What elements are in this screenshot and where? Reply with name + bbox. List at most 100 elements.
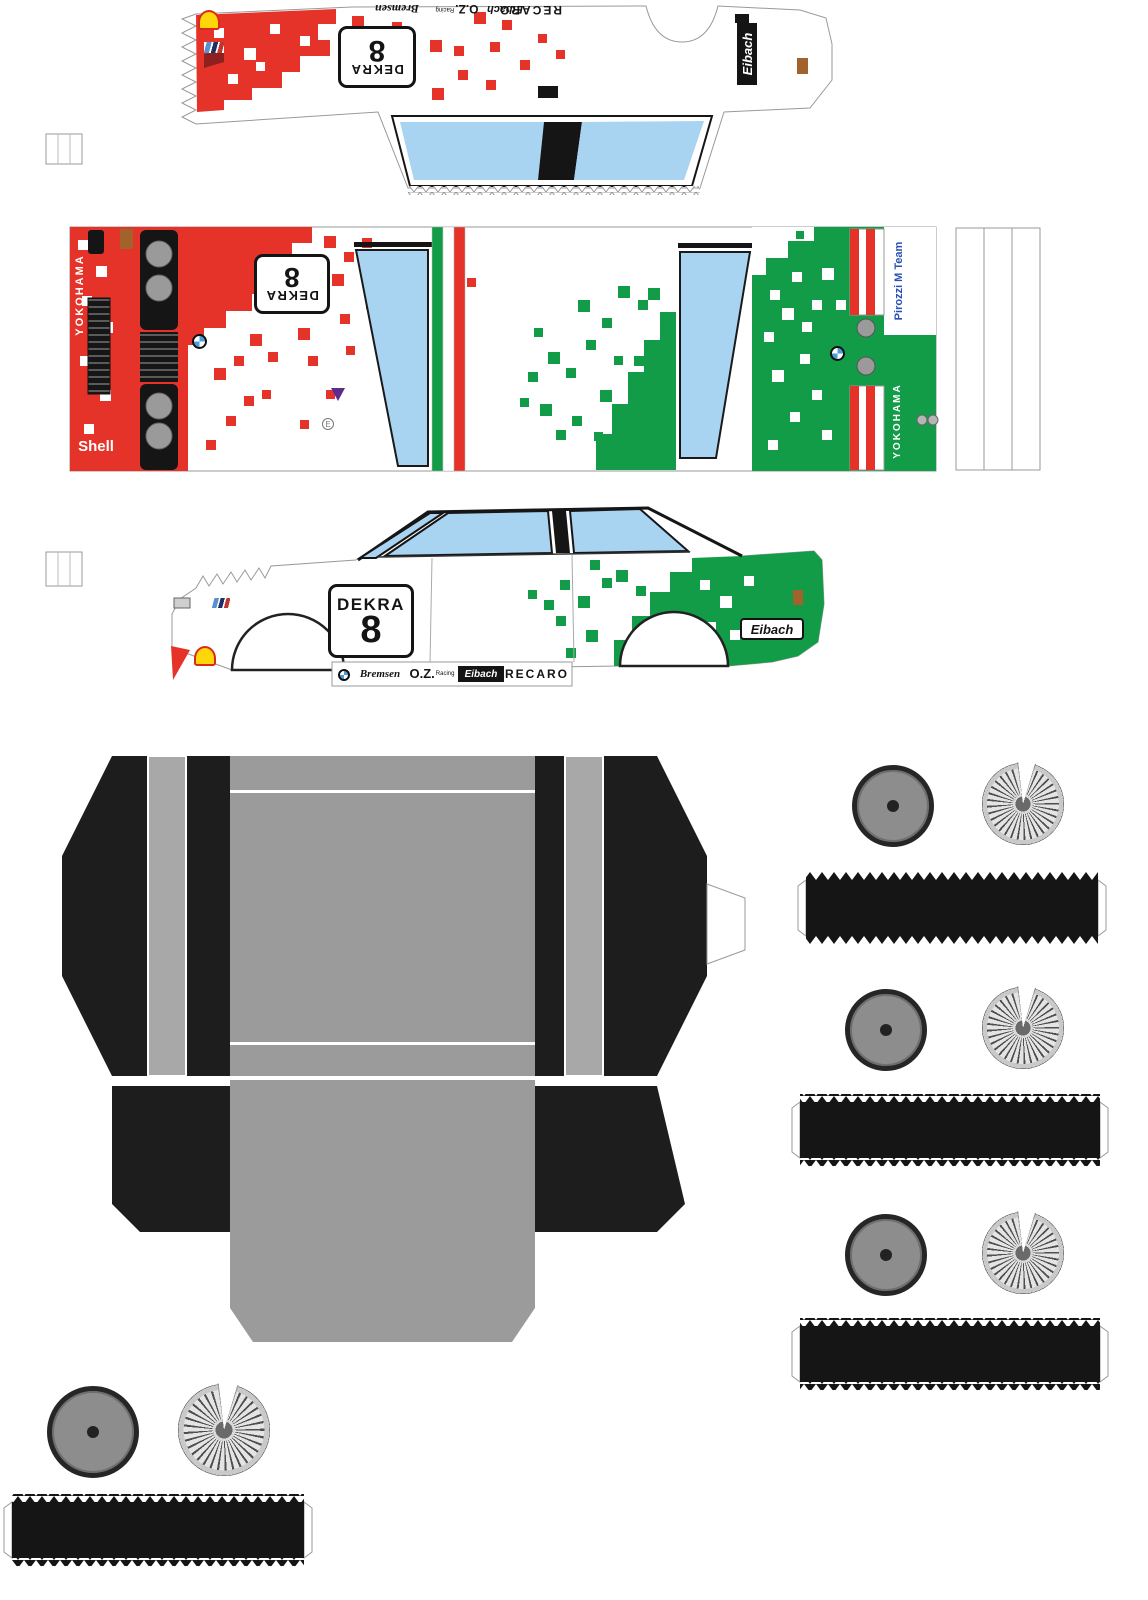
- eibach-logo-vertical: Eibach: [737, 23, 757, 85]
- team-logo: Pirozzi M Team: [892, 229, 906, 333]
- chassis-rail-left: [147, 755, 187, 1077]
- tire-strip: [3, 1494, 313, 1566]
- chassis-side-left: [62, 756, 230, 1076]
- beltline: [377, 551, 691, 558]
- spare-white-panel: [955, 227, 1041, 471]
- tire-strip: [797, 872, 1107, 944]
- chassis-flap-right: [535, 1086, 685, 1232]
- wheel-face-plain: [47, 1386, 139, 1478]
- recaro-text: RECARO: [497, 3, 562, 17]
- racing-text: Racing: [435, 6, 455, 12]
- bmw-roundel: [192, 334, 207, 349]
- tire-strips: [3, 872, 1109, 1566]
- roof-black-detail: [538, 86, 558, 98]
- dekra-text: DEKRA: [337, 595, 405, 615]
- oz-text: O.Z.: [455, 2, 479, 16]
- oz-racing-logo: O.Z.Racing: [435, 2, 479, 16]
- front-glass: [400, 122, 544, 180]
- eibach-logo: Eibach: [458, 666, 504, 682]
- e-mark-text: E: [325, 419, 331, 429]
- bmw-roundel: [830, 346, 845, 361]
- wheel-hub: [880, 1024, 892, 1036]
- wheel-notch: [177, 1383, 271, 1477]
- rear-glass: [574, 121, 704, 180]
- door-glass: [381, 509, 554, 558]
- taillight-block: [849, 228, 885, 471]
- chassis-side-right: [535, 756, 707, 1076]
- yokohama-text: YOKOHAMA: [74, 254, 86, 336]
- corner-marker: [120, 229, 133, 249]
- bmw-roundel: [338, 669, 350, 681]
- shell-text: Shell: [78, 437, 114, 455]
- wheel-notch: [981, 986, 1065, 1070]
- wheel-hub: [87, 1426, 99, 1438]
- bremsen-text: Bremsen: [375, 2, 420, 17]
- eibach-logo-rear: Eibach: [740, 618, 804, 640]
- rear-wheel-arch: [618, 610, 730, 668]
- rear-quarter-glass: [568, 507, 691, 555]
- wheel-face-plain: [845, 989, 927, 1071]
- door-shutline: [429, 557, 433, 665]
- wheel-notch: [981, 762, 1065, 846]
- bremsen-logo: Bremsen: [352, 667, 408, 681]
- roof-top-piece: [180, 5, 833, 195]
- shell-wordmark: Shell: [70, 437, 122, 455]
- bremsen-logo: Bremsen: [366, 2, 428, 17]
- chassis-center-bottom: [230, 1080, 535, 1342]
- wheel-face-plain: [845, 1214, 927, 1296]
- race-number: 8: [284, 261, 300, 293]
- front-red-wedge: [171, 646, 190, 680]
- m-claw-mark: [204, 48, 224, 68]
- italian-flag-stripes: [431, 226, 466, 472]
- windshield-glass: [356, 512, 447, 559]
- purple-mark: [331, 388, 345, 401]
- roof-pillar: [538, 122, 582, 180]
- wheel-hub: [887, 800, 899, 812]
- window-gutter: [678, 243, 752, 248]
- window-gutter: [354, 242, 432, 247]
- recaro-logo: RECARO: [505, 667, 570, 681]
- chassis-fold-piece: [62, 755, 746, 1342]
- eibach-text: Eibach: [739, 32, 755, 76]
- wheel-face-spoked: [177, 1383, 271, 1477]
- door-marker: [797, 58, 808, 74]
- glue-tabs: [45, 133, 83, 587]
- wheel-notch: [981, 1211, 1065, 1295]
- door-window: [354, 249, 429, 467]
- team-text: Pirozzi M Team: [893, 241, 905, 321]
- oz-racing-logo: O.Z.Racing: [409, 666, 455, 681]
- shell-logo: [194, 646, 216, 666]
- b-pillar: [552, 511, 570, 553]
- tire-strip: [791, 1318, 1109, 1390]
- oz-text: O.Z.: [409, 666, 435, 681]
- door-shutline: [571, 554, 575, 663]
- headlight-cluster: [140, 230, 178, 470]
- wheel-hub: [880, 1249, 892, 1261]
- roof-black-detail: [735, 14, 749, 23]
- chassis-rail-right: [564, 755, 604, 1077]
- wheel-face-spoked: [981, 986, 1065, 1070]
- recaro-logo: RECARO: [498, 3, 562, 17]
- m-stripes-badge: [204, 42, 224, 53]
- yokohama-logo: YOKOHAMA: [73, 247, 87, 343]
- recaro-text: RECARO: [505, 667, 570, 681]
- rear-detail-dot: [916, 414, 928, 426]
- dekra-number-plate: DEKRA 8: [328, 584, 414, 658]
- dekra-number-plate: DEKRA 8: [338, 26, 416, 88]
- sponsor-strip-bg: [331, 661, 573, 687]
- yokohama-logo: YOKOHAMA: [890, 375, 904, 467]
- shell-logo: [198, 10, 220, 30]
- strip-green-field: [520, 286, 676, 470]
- corner-detail: [88, 230, 104, 254]
- e-approval-mark: E: [322, 418, 334, 430]
- headlight-side: [173, 597, 191, 609]
- bremsen-text: Bremsen: [359, 668, 401, 680]
- m-stripes-badge: [212, 598, 230, 608]
- rear-quarter-window: [679, 251, 752, 459]
- team-text-panel: [884, 227, 936, 335]
- chassis-flap-left: [112, 1086, 230, 1232]
- eibach-text: Eibach: [464, 668, 498, 680]
- kidney-grille: [87, 297, 111, 395]
